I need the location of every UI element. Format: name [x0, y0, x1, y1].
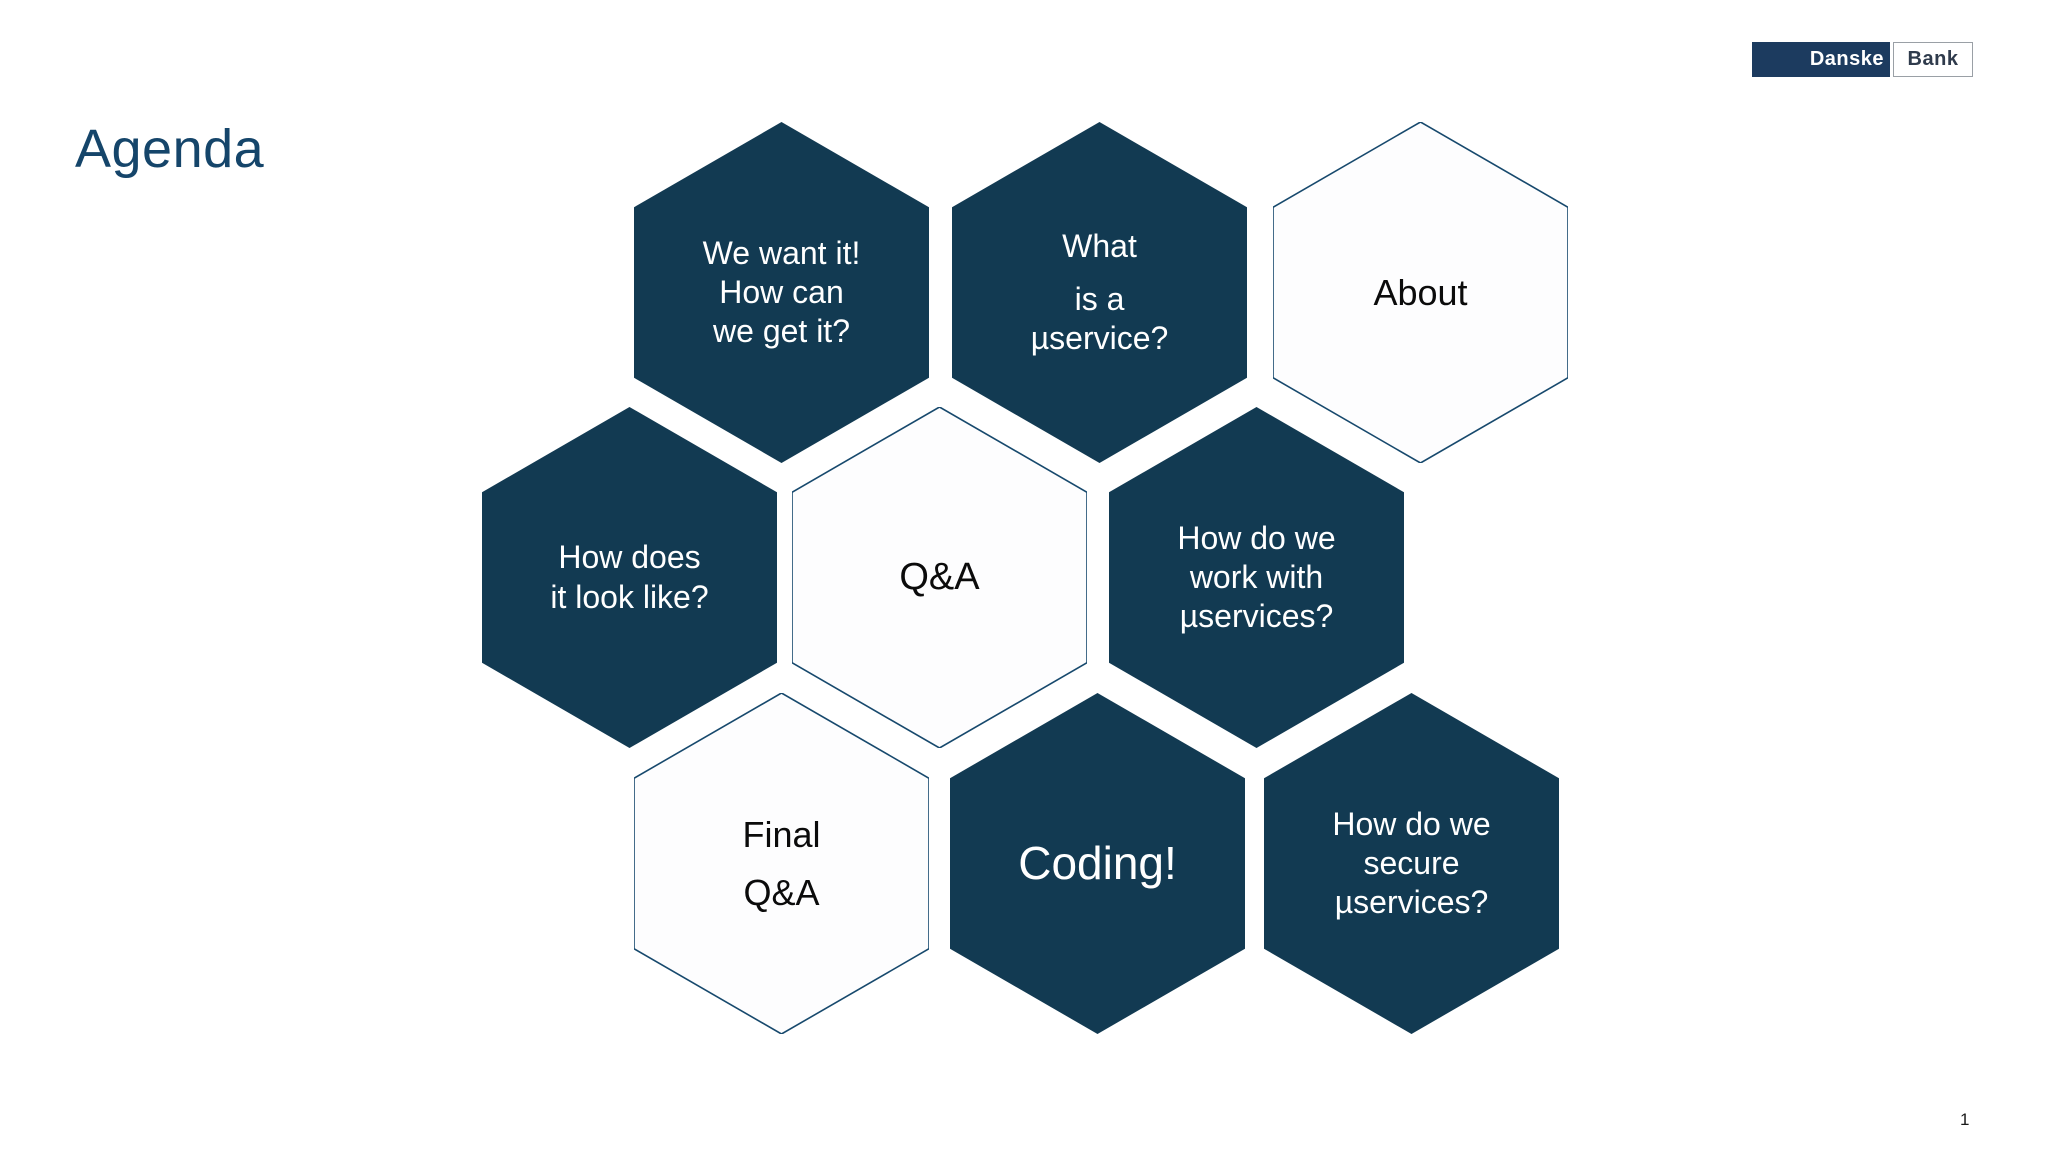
page-number: 1: [1960, 1110, 1970, 1129]
hexagon-shape: [634, 122, 929, 463]
hexagon-label: Q&A: [899, 556, 980, 599]
bank-logo-tile: Bank: [1893, 42, 1973, 77]
hexagon-label: Coding!: [1018, 837, 1177, 890]
page-title: Agenda: [75, 119, 265, 179]
hexagon-how-do-we-work-with-microservices: How do we work with µservices?: [1109, 407, 1404, 748]
danske-logo-tile: Danske: [1752, 42, 1890, 77]
hexagon-shape: [950, 693, 1245, 1034]
hexagon-shape: [1264, 693, 1559, 1034]
hexagon-label: What is a µservice?: [1030, 227, 1169, 357]
hexagon-what-is-a-microservice: What is a µservice?: [952, 122, 1247, 463]
hexagon-about: About: [1273, 122, 1568, 463]
hexagon-shape: [482, 407, 777, 748]
hexagon-label: How does it look like?: [550, 539, 709, 615]
hexagon-we-want-it: We want it! How can we get it?: [634, 122, 929, 463]
danske-bank-logo: Danske Bank: [1752, 42, 1973, 77]
hexagon-shape: [1273, 122, 1568, 463]
hexagon-q-and-a: Q&A: [792, 407, 1087, 748]
logo-danske-text: Danske: [1809, 48, 1884, 70]
logo-bank-text: Bank: [1907, 48, 1959, 70]
hexagon-shape: [792, 407, 1087, 748]
hexagon-label: We want it! How can we get it?: [702, 234, 861, 350]
hexagon-how-do-we-secure-microservices: How do we secure µservices?: [1264, 693, 1559, 1034]
hexagon-label: How do we work with µservices?: [1177, 519, 1336, 635]
hexagon-how-does-it-look-like: How does it look like?: [482, 407, 777, 748]
hexagon-shape: [634, 693, 929, 1034]
hexagon-label: How do we secure µservices?: [1332, 805, 1491, 921]
hexagon-final-q-and-a: Final Q&A: [634, 693, 929, 1034]
hexagon-label: Final Q&A: [742, 813, 821, 913]
hexagon-coding: Coding!: [950, 693, 1245, 1034]
hexagon-label: About: [1373, 271, 1468, 313]
hexagon-shape: [1109, 407, 1404, 748]
hexagon-shape: [952, 122, 1247, 463]
